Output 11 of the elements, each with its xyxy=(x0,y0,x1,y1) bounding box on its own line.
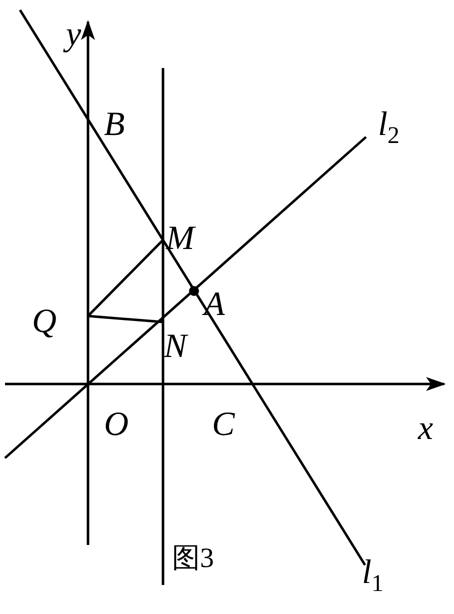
point-label: C xyxy=(212,408,235,442)
point-label: Q xyxy=(32,305,57,339)
point-label: O xyxy=(104,408,129,442)
point-label: N xyxy=(164,330,187,364)
line-label: l$_{2}$ xyxy=(378,108,400,148)
point-label: B xyxy=(104,108,125,142)
line-label: l$_{1}$ xyxy=(362,556,384,596)
figure-caption: 图3 xyxy=(172,545,214,573)
point-label: A xyxy=(204,288,225,322)
point-label: M xyxy=(166,222,194,256)
axis-label: x xyxy=(418,412,434,446)
